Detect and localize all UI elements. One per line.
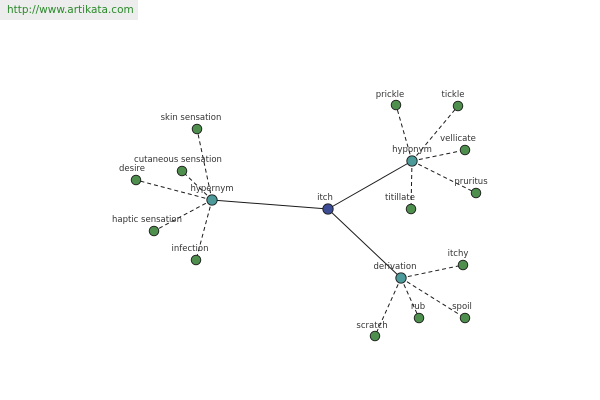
node-itchy[interactable]	[457, 259, 469, 271]
node-hypernym[interactable]	[206, 194, 218, 206]
node-label-desire[interactable]: desire	[119, 164, 145, 174]
edge-derivation-scratch	[374, 277, 402, 337]
node-label-infection[interactable]: infection	[172, 244, 209, 254]
node-derivation[interactable]	[395, 272, 407, 284]
node-label-spoil[interactable]: spoil	[452, 302, 472, 312]
edge-hyponym-pruritus	[411, 160, 477, 194]
node-titillate[interactable]	[405, 203, 417, 215]
node-scratch[interactable]	[369, 330, 381, 342]
node-spoil[interactable]	[459, 312, 471, 324]
node-label-haptic-sensation[interactable]: haptic sensation	[112, 215, 182, 225]
node-tickle[interactable]	[452, 100, 464, 112]
node-label-tickle[interactable]: tickle	[442, 90, 465, 100]
labels-layer: itch hypernym hyponym derivation skin sensat…	[112, 90, 488, 331]
node-label-vellicate[interactable]: vellicate	[440, 134, 476, 144]
node-hyponym[interactable]	[406, 155, 418, 167]
node-label-cutaneous-sensation[interactable]: cutaneous sensation	[134, 155, 222, 165]
node-label-scratch[interactable]: scratch	[356, 321, 387, 331]
node-label-titillate[interactable]: titillate	[385, 193, 415, 203]
node-rub[interactable]	[413, 312, 425, 324]
edges-layer	[135, 104, 477, 337]
node-itch[interactable]	[322, 203, 334, 215]
node-label-hyponym[interactable]: hyponym	[392, 145, 432, 155]
node-infection[interactable]	[190, 254, 202, 266]
edge-hyponym-titillate	[410, 160, 413, 210]
nodes-layer	[130, 99, 482, 342]
node-label-pruritus[interactable]: pruritus	[454, 177, 488, 187]
edge-hyponym-prickle	[395, 104, 413, 162]
node-cutaneous-sensation[interactable]	[176, 165, 188, 177]
edge-hypernym-haptic-sensation	[153, 199, 213, 232]
node-label-skin-sensation[interactable]: skin sensation	[161, 113, 222, 123]
node-skin-sensation[interactable]	[191, 123, 203, 135]
edge-itch-derivation	[327, 208, 402, 279]
node-label-hypernym[interactable]: hypernym	[190, 184, 233, 194]
node-vellicate[interactable]	[459, 144, 471, 156]
edge-itch-hypernym	[211, 199, 329, 210]
node-desire[interactable]	[130, 174, 142, 186]
site-url[interactable]: http://www.artikata.com	[0, 0, 138, 20]
node-label-rub[interactable]: rub	[411, 302, 425, 312]
node-label-itchy[interactable]: itchy	[448, 249, 469, 259]
edge-hypernym-infection	[195, 199, 213, 261]
edge-itch-hyponym	[327, 160, 413, 210]
edge-hypernym-skin-sensation	[196, 128, 213, 201]
edge-derivation-itchy	[400, 264, 464, 279]
edge-derivation-rub	[400, 277, 420, 319]
edge-hyponym-tickle	[411, 105, 459, 162]
node-label-prickle[interactable]: prickle	[376, 90, 404, 100]
node-prickle[interactable]	[390, 99, 402, 111]
edge-hyponym-vellicate	[411, 149, 466, 162]
node-pruritus[interactable]	[470, 187, 482, 199]
node-label-itch[interactable]: itch	[317, 193, 333, 203]
edge-hypernym-desire	[135, 179, 213, 201]
node-haptic-sensation[interactable]	[148, 225, 160, 237]
node-label-derivation[interactable]: derivation	[373, 262, 416, 272]
edge-derivation-spoil	[400, 277, 466, 319]
